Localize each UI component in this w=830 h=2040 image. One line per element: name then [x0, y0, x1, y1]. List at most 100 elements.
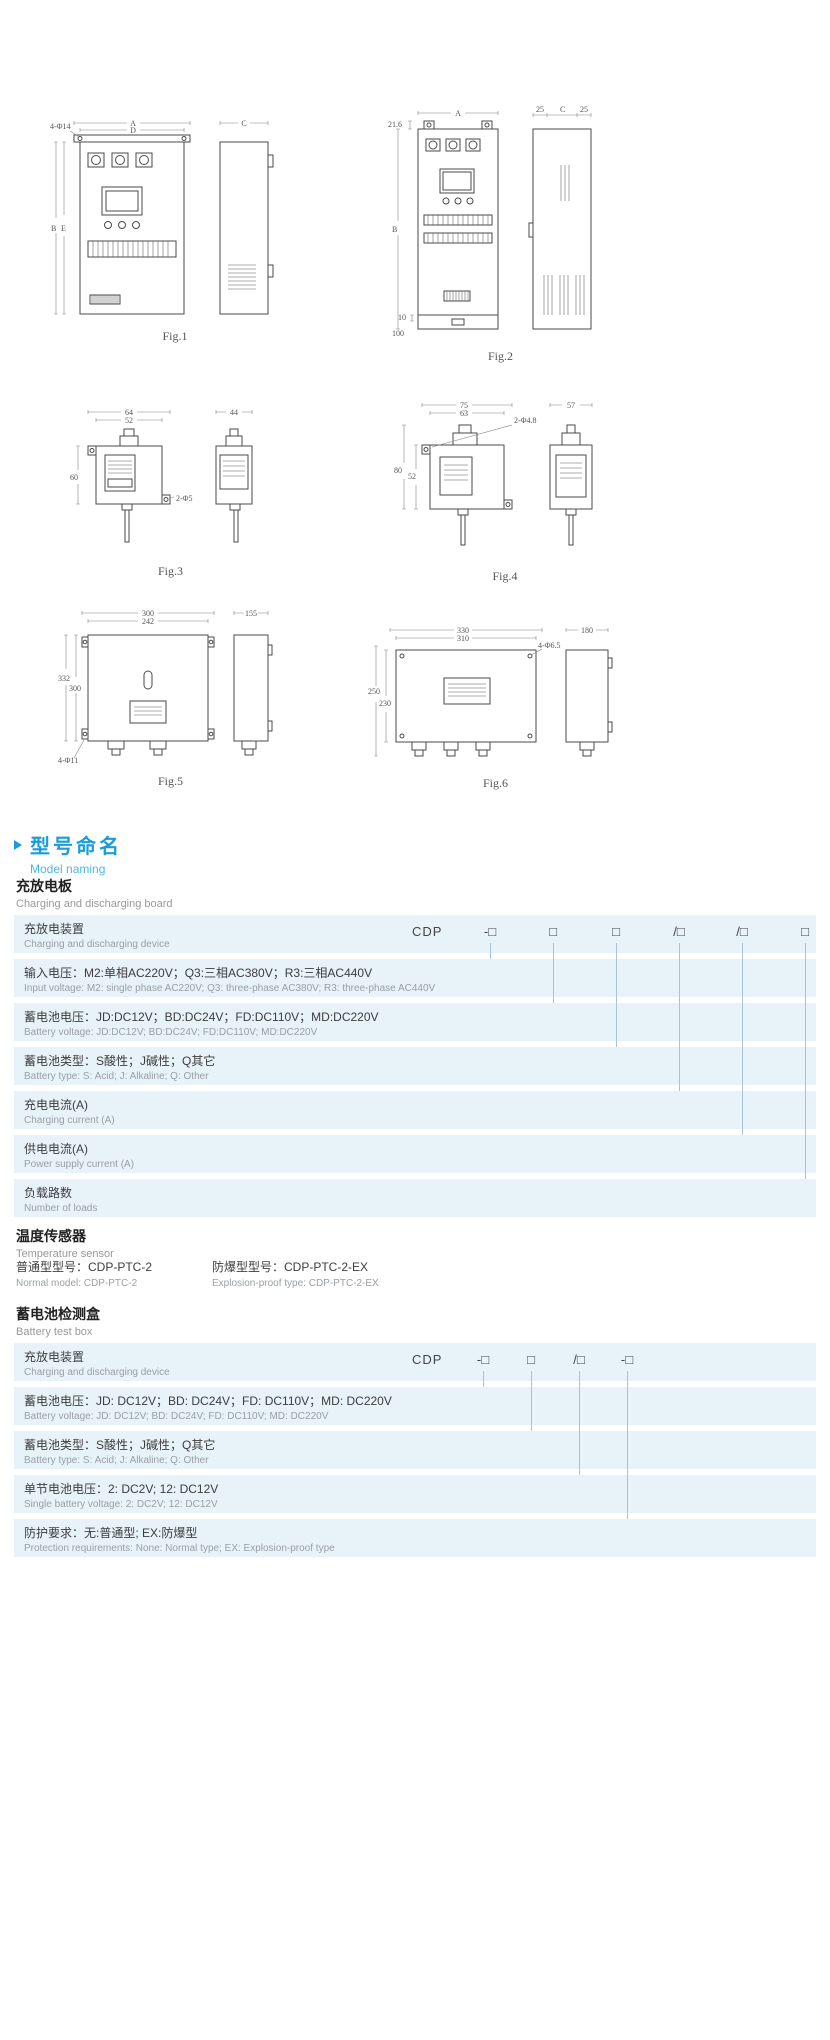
model-code-box-5: /□	[736, 924, 748, 939]
fig4-dim-63-label: 63	[460, 409, 468, 418]
fig3-dimensions	[76, 410, 175, 505]
t2-row-battery-voltage: 蓄电池电压：JD: DC12V；BD: DC24V；FD: DC110V；MD:…	[14, 1387, 816, 1425]
fig6-dim-310-label: 310	[457, 634, 469, 643]
section-title: 型号命名	[30, 836, 122, 858]
row-device-en: Charging and discharging device	[24, 939, 170, 950]
fig1-dim-b-label: B	[51, 224, 56, 233]
t2-row-battery-type-en: Battery type: S: Acid; J: Alkaline; Q: O…	[24, 1455, 209, 1466]
t2-row-battery-type: 蓄电池类型：S酸性；J碱性；Q其它 Battery type: S: Acid;…	[14, 1431, 816, 1469]
fig4-dim-57-label: 57	[567, 401, 575, 410]
sensor-ex-cn: 防爆型型号：CDP-PTC-2-EX	[212, 1260, 369, 1274]
fig2-dimensions	[396, 111, 499, 330]
connector-line	[616, 943, 617, 1047]
fig3-dim-64-label: 64	[125, 408, 133, 417]
sensor-normal-model: 普通型型号：CDP-PTC-2 Normal model: CDP-PTC-2	[16, 1258, 212, 1289]
row-battery-voltage: 蓄电池电压：JD:DC12V；BD:DC24V；FD:DC110V；MD:DC2…	[14, 1003, 816, 1041]
row-charging-current-en: Charging current (A)	[24, 1115, 115, 1126]
row-supply-current-en: Power supply current (A)	[24, 1159, 135, 1170]
board-heading-cn: 充放电板	[16, 878, 72, 894]
board-heading-en: Charging and discharging board	[16, 898, 173, 910]
fig2-dim-left25-label: 25	[536, 105, 544, 114]
testbox-heading: 蓄电池检测盒 Battery test box	[16, 1304, 100, 1338]
connector-line	[483, 1371, 484, 1387]
figure-3: 64 52 60 2-Φ5 44 Fig.3	[58, 400, 283, 579]
figure-3-caption: Fig.3	[157, 564, 183, 578]
figure-2: A 21.6 B 10 100 25 C 25 Fig.2	[388, 105, 613, 364]
fig2-drawing: A 21.6 B 10 100 25 C 25	[388, 105, 592, 338]
t2-row-battery-voltage-en: Battery voltage: JD: DC12V; BD: DC24V; F…	[24, 1411, 329, 1422]
figure-2-caption: Fig.2	[487, 349, 513, 363]
testbox-heading-cn: 蓄电池检测盒	[16, 1306, 100, 1322]
connector-line	[490, 943, 491, 959]
t2-row-protection-en: Protection requirements: None: Normal ty…	[24, 1543, 335, 1554]
row-supply-current-cn: 供电电流(A)	[24, 1142, 88, 1156]
model-code-box-6: □	[801, 924, 809, 939]
fig2-dim-b-label: B	[392, 225, 397, 234]
t2-row-protection-cn: 防护要求：无:普通型; EX:防爆型	[24, 1526, 198, 1540]
t2-row-battery-voltage-cn: 蓄电池电压：JD: DC12V；BD: DC24V；FD: DC110V；MD:…	[24, 1394, 392, 1408]
fig2-dim-right25-label: 25	[580, 105, 588, 114]
fig6-dim-hole-label: 4-Φ6.5	[538, 641, 561, 650]
t2-row-single-battery-voltage: 单节电池电压：2: DC2V; 12: DC12V Single battery…	[14, 1475, 816, 1513]
row-charging-current-cn: 充电电流(A)	[24, 1098, 88, 1112]
fig4-drawing: 75 63 80 52 2-Φ4.8 57	[394, 401, 593, 546]
fig1-dimensions	[54, 121, 191, 315]
fig1-front-view	[73, 134, 191, 315]
sensor-heading-cn: 温度传感器	[16, 1228, 86, 1244]
t2-row-single-battery-voltage-en: Single battery voltage: 2: DC2V; 12: DC1…	[24, 1499, 218, 1510]
fig5-side-view	[233, 611, 273, 756]
fig5-dim-300l-label: 300	[69, 684, 81, 693]
fig4-dim-52-label: 52	[408, 472, 416, 481]
t2-model-code-prefix: CDP	[412, 1352, 443, 1367]
fig5-dim-hole-label: 4-Φ11	[58, 756, 78, 765]
fig4-dim-75-label: 75	[460, 401, 468, 410]
connector-line	[627, 1371, 628, 1519]
fig2-dim-a-label: A	[455, 109, 461, 118]
row-input-voltage-en: Input voltage: M2: single phase AC220V; …	[24, 983, 436, 994]
fig1-dim-d-label: D	[130, 126, 136, 135]
model-code-box-2: □	[549, 924, 557, 939]
row-battery-voltage-cn: 蓄电池电压：JD:DC12V；BD:DC24V；FD:DC110V；MD:DC2…	[24, 1010, 379, 1024]
fig5-dimensions	[64, 611, 215, 759]
fig6-dim-250-label: 250	[368, 687, 380, 696]
section-bullet-icon	[14, 839, 22, 850]
fig4-front-view	[421, 424, 513, 546]
section-subtitle: Model naming	[30, 862, 106, 876]
fig4-dim-hole-label: 2-Φ4.8	[514, 416, 537, 425]
fig4-dim-80-label: 80	[394, 466, 402, 475]
fig5-dim-300-label: 300	[142, 609, 154, 618]
t2-row-device-cn: 充放电装置	[24, 1350, 85, 1364]
connector-line	[531, 1371, 532, 1431]
model-code-box-4: /□	[673, 924, 685, 939]
row-input-voltage: 输入电压：M2:单相AC220V；Q3:三相AC380V；R3:三相AC440V…	[14, 959, 816, 997]
testbox-heading-en: Battery test box	[16, 1326, 93, 1338]
fig6-dimensions	[374, 628, 543, 757]
row-battery-type-cn: 蓄电池类型：S酸性；J碱性；Q其它	[24, 1054, 216, 1068]
connector-line	[579, 1371, 580, 1475]
connector-line	[805, 943, 806, 1179]
fig5-dim-332-label: 332	[58, 674, 70, 683]
figure-6: 330 310 4-Φ6.5 250 230 180 Fig.6	[368, 622, 623, 791]
row-load-count: 负载路数 Number of loads	[14, 1179, 816, 1217]
fig3-front-view	[87, 428, 171, 543]
sensor-heading-en: Temperature sensor	[16, 1248, 114, 1260]
fig5-dim-155-label: 155	[245, 609, 257, 618]
fig2-front-view	[417, 120, 499, 330]
figure-4: 75 63 80 52 2-Φ4.8 57 Fig.4	[390, 395, 620, 584]
fig5-front-view	[81, 634, 215, 756]
sensor-ex-model: 防爆型型号：CDP-PTC-2-EX Explosion-proof type:…	[212, 1258, 408, 1289]
row-battery-type-en: Battery type: S: Acid; J: Alkaline; Q: O…	[24, 1071, 209, 1082]
fig3-side-view	[215, 410, 253, 543]
fig6-dim-230-label: 230	[379, 699, 391, 708]
fig3-dim-60-label: 60	[70, 473, 78, 482]
fig4-side-view	[549, 403, 593, 546]
row-device-cn: 充放电装置	[24, 922, 85, 936]
t2-model-code-box-1: -□	[476, 1352, 490, 1367]
fig5-drawing: 300 242 332 300 4-Φ11 155	[58, 609, 273, 765]
figure-4-caption: Fig.4	[492, 569, 518, 583]
sensor-models: 普通型型号：CDP-PTC-2 Normal model: CDP-PTC-2 …	[16, 1258, 408, 1289]
fig3-dim-hole-label: 2-Φ5	[176, 494, 193, 503]
row-charging-current: 充电电流(A) Charging current (A)	[14, 1091, 816, 1129]
t2-model-code-box-3: /□	[573, 1352, 585, 1367]
figure-1: A D 4-Φ14 B E C Fig.1	[50, 115, 300, 344]
